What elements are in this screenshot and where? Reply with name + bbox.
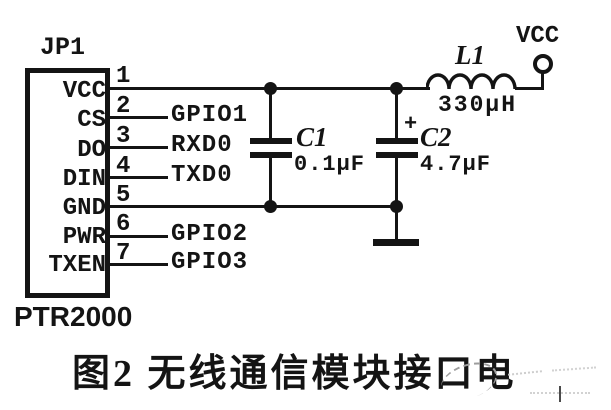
ground-bar-icon [373,239,419,246]
l1-designator: L1 [455,40,485,70]
c1-designator: C1 [296,122,328,152]
wire-pin6-stub [110,235,168,238]
ground-lead [395,208,398,240]
vcc-terminal-lead [541,71,544,90]
wire-pin3-stub [110,146,168,149]
l1-value: 330µH [438,92,518,118]
connector-designator: JP1 [40,33,86,62]
pin-name-do: DO [77,137,106,164]
c2-lead-top [395,90,398,140]
c2-value: 4.7µF [420,152,492,177]
pin-name-txen: TXEN [48,252,106,279]
c1-plate-top [250,138,292,144]
c1-value: 0.1µF [294,152,366,177]
pin-number-1: 1 [116,63,131,90]
c2-plate-bottom [376,152,418,158]
watermark-tick [559,386,561,402]
net-label-txd0: TXD0 [171,162,233,189]
c2-polarity-plus: + [404,112,418,137]
wire-pin2-stub [110,116,168,119]
pin-number-2: 2 [116,93,131,120]
inductor-coil-icon [426,73,517,90]
net-label-rxd0: RXD0 [171,132,233,159]
junction-dot [264,82,277,95]
net-label-gpio3: GPIO3 [171,249,249,276]
figure-caption: 图2 无线通信模块接口电 [72,353,517,395]
pin-number-7: 7 [116,240,131,267]
c2-lead-bottom [395,158,398,208]
vcc-terminal-icon [533,54,553,74]
c1-plate-bottom [250,152,292,158]
wire-pin4-stub [110,176,168,179]
net-label-gpio2: GPIO2 [171,221,249,248]
pin-name-pwr: PWR [62,224,106,251]
connector-body [25,68,110,298]
junction-dot [390,200,403,213]
pin-name-cs: CS [77,107,106,134]
wire-coil-to-terminal [515,87,544,90]
junction-dot [264,200,277,213]
wire-pin7-stub [110,263,168,266]
c1-lead-top [269,90,272,140]
connector-part-number: PTR2000 [14,301,133,332]
c1-lead-bottom [269,158,272,208]
wire-pin5-gnd-rail [110,205,399,208]
junction-dot [390,82,403,95]
vcc-terminal-label: VCC [516,23,560,50]
pin-number-3: 3 [116,123,131,150]
watermark-speckle [551,366,597,372]
c2-plate-top [376,138,418,144]
pin-name-din: DIN [62,166,106,193]
pin-number-5: 5 [116,182,131,209]
pin-name-vcc: VCC [62,78,106,105]
c2-designator: C2 [420,122,452,152]
pin-number-4: 4 [116,153,131,180]
net-label-gpio1: GPIO1 [171,102,249,129]
pin-number-6: 6 [116,211,131,238]
pin-name-gnd: GND [62,195,106,222]
